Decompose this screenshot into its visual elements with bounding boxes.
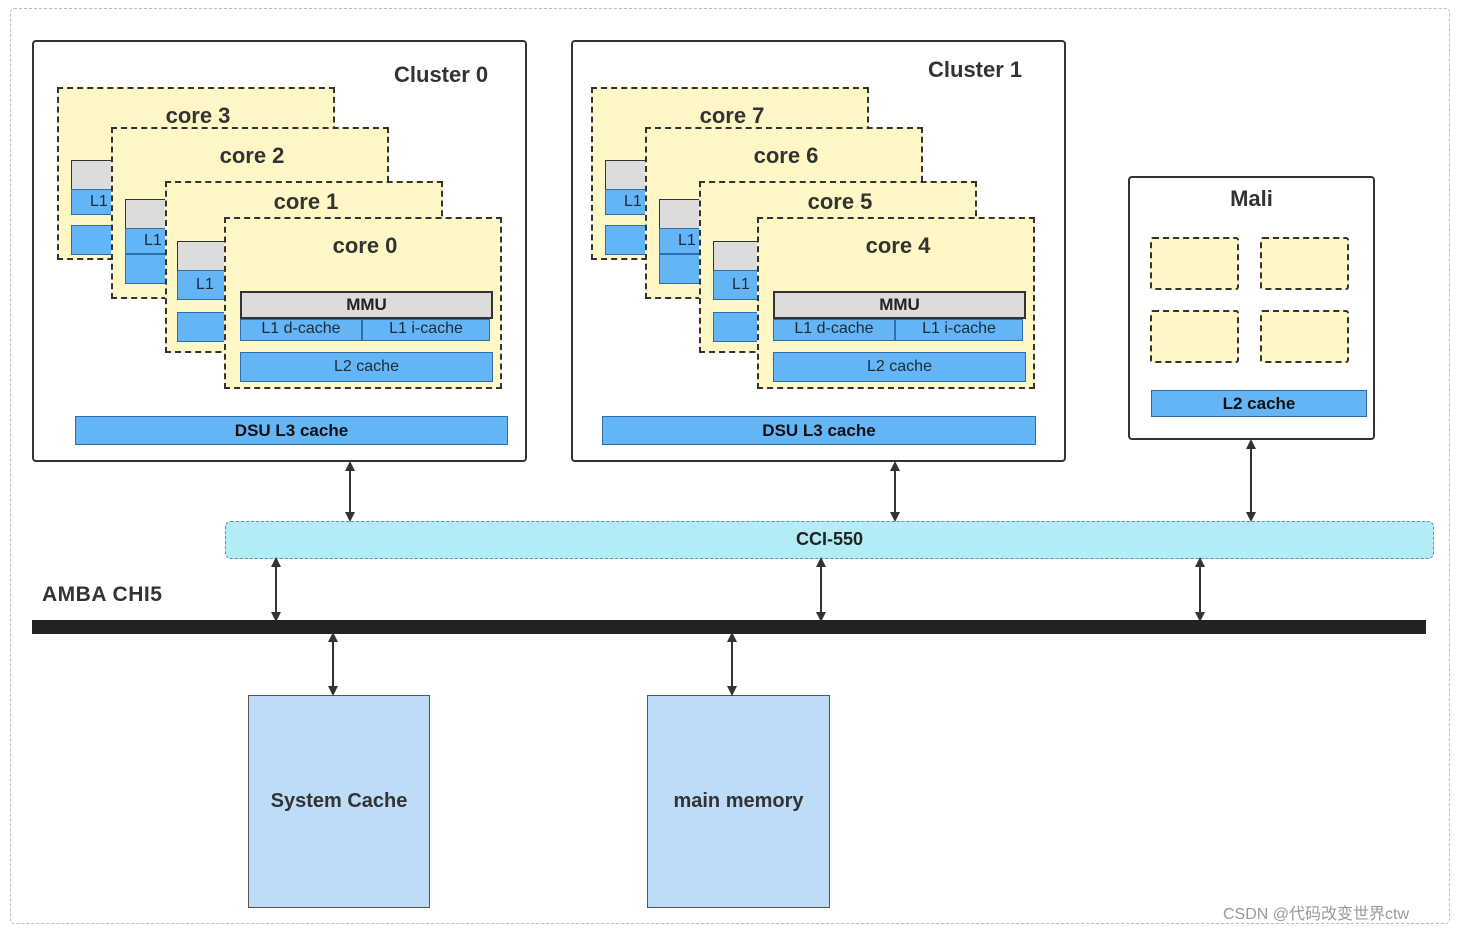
cluster-0-dsu-l3-cache: DSU L3 cache: [75, 416, 508, 445]
cci-550-interconnect: CCI-550: [225, 521, 1434, 559]
core-1-title: core 1: [273, 189, 339, 214]
core-0-title: core 0: [332, 233, 398, 258]
core-7-title: core 7: [699, 103, 765, 128]
core-3-title: core 3: [165, 103, 231, 128]
core-0-l2-cache: L2 cache: [240, 352, 493, 382]
core-0: core 0 MMU L1 d-cache L1 i-cache L2 cach…: [224, 217, 502, 389]
system-cache-label: System Cache: [270, 790, 408, 812]
core-4-l1-dcache: L1 d-cache: [773, 319, 895, 341]
main-memory-label: main memory: [673, 790, 804, 812]
main-memory: main memory: [647, 695, 830, 908]
core-0-mmu: MMU: [240, 291, 493, 319]
core-6-title: core 6: [753, 143, 819, 168]
core-5-title: core 5: [807, 189, 873, 214]
cluster-1-dsu-l3-cache: DSU L3 cache: [602, 416, 1036, 445]
mali-title: Mali: [1230, 186, 1273, 211]
mali-shader-core: [1150, 310, 1239, 363]
core-4-title: core 4: [865, 233, 931, 258]
system-cache: System Cache: [248, 695, 430, 908]
amba-chi5-label: AMBA CHI5: [42, 583, 163, 606]
core-4-mmu: MMU: [773, 291, 1026, 319]
cluster-1-title: Cluster 1: [928, 57, 1023, 82]
mali-l2-cache: L2 cache: [1151, 390, 1367, 417]
diagram-frame: [10, 8, 1450, 924]
watermark: CSDN @代码改变世界ctw: [1223, 906, 1410, 923]
mali-shader-core: [1260, 310, 1349, 363]
core-4-l2-cache: L2 cache: [773, 352, 1026, 382]
cluster-0-title: Cluster 0: [394, 62, 489, 87]
amba-bus: [32, 620, 1426, 634]
core-4: core 4 MMU L1 d-cache L1 i-cache L2 cach…: [757, 217, 1035, 389]
mali-shader-core: [1260, 237, 1349, 290]
core-2-title: core 2: [219, 143, 285, 168]
core-4-l1-icache: L1 i-cache: [895, 319, 1023, 341]
mali-shader-core: [1150, 237, 1239, 290]
core-0-l1-icache: L1 i-cache: [362, 319, 490, 341]
core-0-l1-dcache: L1 d-cache: [240, 319, 362, 341]
